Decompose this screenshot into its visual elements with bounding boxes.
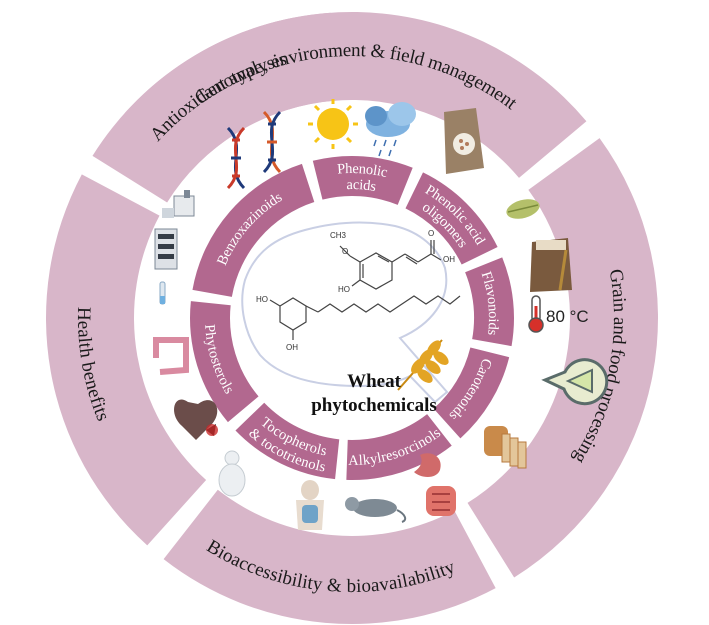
temperature-label: 80 °C (546, 307, 589, 326)
inner-segment-carotenoids (433, 347, 510, 439)
chem-label-oh2: OH (286, 343, 298, 352)
dna-icon (226, 126, 246, 190)
ferulic-acid-structure (339, 240, 442, 290)
chem-label-methyl: CH3 (330, 231, 347, 240)
chem-label-oh: OH (443, 255, 455, 264)
chem-label-ho: HO (338, 285, 350, 294)
alkylresorcinol-structure (269, 295, 461, 340)
inner-segment-tocopherols (235, 402, 340, 480)
outer-segment-antioxidant (92, 12, 337, 203)
stomach-icon (414, 453, 441, 477)
thermometer-icon (528, 295, 544, 333)
chem-label-ho2: HO (256, 295, 268, 304)
hplc-instrument-icon (154, 228, 178, 270)
outer-segment-processing (467, 138, 659, 578)
center-title-line1: Wheat (347, 371, 402, 392)
flour-sack-icon (530, 238, 572, 292)
inner-segment-phenolic-acid-oligomers (405, 172, 498, 265)
inner-segment-phytosterols (190, 301, 259, 423)
dna-icon-2 (262, 110, 282, 174)
sun-icon (308, 99, 358, 149)
inner-segment-flavonoids (465, 257, 514, 347)
outer-segment-bioaccessibility (163, 489, 496, 625)
grain-sack-icon (444, 108, 484, 174)
chem-label-o-top: O (428, 229, 434, 238)
test-tube-icon (159, 281, 166, 305)
outer-segment-health (45, 174, 207, 546)
center-title-line2: phytochemicals (311, 395, 437, 416)
inner-segment-phenolic-acids-label-2: acids (346, 177, 377, 195)
inner-segment-phenolic-acids (312, 156, 413, 205)
bread-icon (484, 426, 527, 469)
inner-segment-benzoxazinoids (192, 163, 315, 297)
inner-ring (190, 156, 514, 480)
inner-segment-phenolic-acids-label-1: Phenolic (337, 161, 389, 181)
rain-cloud-icon (365, 102, 416, 157)
body-icon (218, 450, 246, 497)
digestive-system-icon (296, 480, 324, 530)
inner-segment-alkylresorcinols (346, 414, 452, 480)
center-blob (241, 221, 449, 404)
pie-icon (541, 358, 609, 406)
intestine-icon (426, 486, 456, 516)
colon-icon (153, 337, 189, 375)
heart-icon (174, 399, 218, 440)
spectrometer-icon (162, 190, 195, 218)
mouse-icon (345, 497, 407, 523)
outer-ring (45, 11, 659, 625)
wheat-ear-icon (397, 339, 449, 391)
wheat-seed-icon (506, 199, 540, 219)
chem-label-oxy: O (342, 247, 348, 256)
